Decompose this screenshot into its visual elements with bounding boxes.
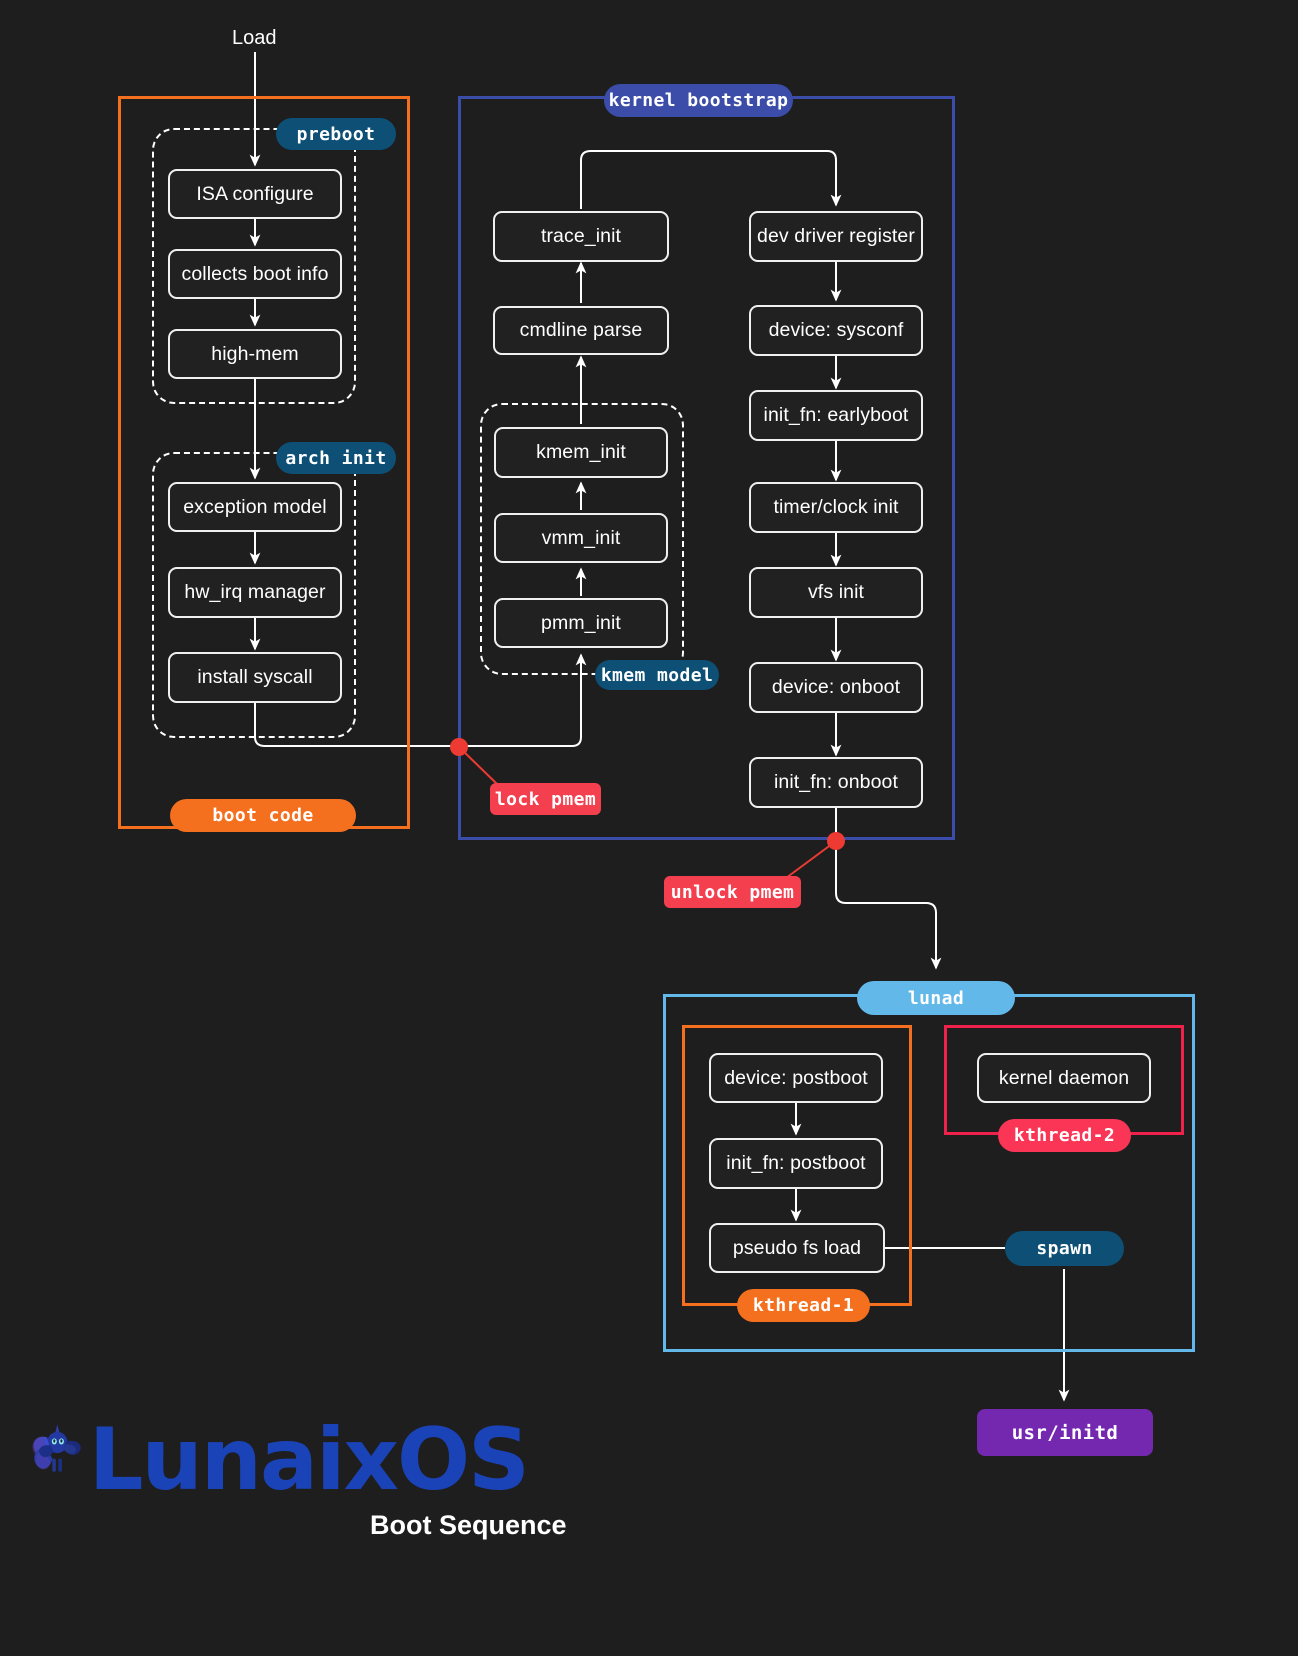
- group-label-arch-init[interactable]: arch init: [276, 442, 396, 474]
- group-label-preboot[interactable]: preboot: [276, 118, 396, 150]
- luna-mascot-icon: [32, 1424, 81, 1472]
- node-timer-clock-init[interactable]: timer/clock init: [749, 482, 923, 533]
- brand-logo: LunaixOS: [28, 1392, 530, 1503]
- node-vfs-init[interactable]: vfs init: [749, 567, 923, 618]
- group-preboot: [152, 128, 356, 404]
- group-label-boot-code[interactable]: boot code: [170, 799, 356, 832]
- page-title: Boot Sequence: [370, 1510, 567, 1540]
- brand-text: LunaixOS: [88, 1410, 530, 1511]
- node-cmdline-parse[interactable]: cmdline parse: [493, 306, 669, 355]
- node-collects-boot-info[interactable]: collects boot info: [168, 249, 342, 299]
- node-dev-driver-register[interactable]: dev driver register: [749, 211, 923, 262]
- node-pmm-init[interactable]: pmm_init: [494, 598, 668, 648]
- node-kernel-daemon[interactable]: kernel daemon: [977, 1053, 1151, 1103]
- marker-lock-pmem[interactable]: lock pmem: [490, 783, 601, 815]
- node-exception-model[interactable]: exception model: [168, 482, 342, 532]
- unlock-pmem-dot: [827, 832, 845, 850]
- marker-unlock-pmem[interactable]: unlock pmem: [664, 876, 801, 908]
- entry-label: Load: [232, 27, 277, 49]
- group-label-lunad[interactable]: lunad: [857, 981, 1015, 1015]
- node-install-syscall[interactable]: install syscall: [168, 652, 342, 703]
- node-device-postboot[interactable]: device: postboot: [709, 1053, 883, 1103]
- node-high-mem[interactable]: high-mem: [168, 329, 342, 379]
- node-vmm-init[interactable]: vmm_init: [494, 513, 668, 563]
- lock-pmem-dot: [450, 738, 468, 756]
- group-label-kernel-bootstrap[interactable]: kernel bootstrap: [604, 84, 793, 117]
- group-kmem-model: [480, 403, 684, 675]
- marker-spawn[interactable]: spawn: [1005, 1231, 1124, 1266]
- group-arch-init: [152, 452, 356, 738]
- node-kmem-init[interactable]: kmem_init: [494, 427, 668, 478]
- group-label-kthread-1[interactable]: kthread-1: [737, 1289, 870, 1322]
- node-usr-initd[interactable]: usr/initd: [977, 1409, 1153, 1456]
- node-device-sysconf[interactable]: device: sysconf: [749, 305, 923, 356]
- node-isa-configure[interactable]: ISA configure: [168, 169, 342, 219]
- node-init-fn-postboot[interactable]: init_fn: postboot: [709, 1138, 883, 1189]
- node-device-onboot[interactable]: device: onboot: [749, 662, 923, 713]
- node-init-fn-onboot[interactable]: init_fn: onboot: [749, 757, 923, 808]
- node-init-fn-earlyboot[interactable]: init_fn: earlyboot: [749, 390, 923, 441]
- node-hw-irq-manager[interactable]: hw_irq manager: [168, 567, 342, 618]
- group-label-kthread-2[interactable]: kthread-2: [998, 1119, 1131, 1152]
- node-trace-init[interactable]: trace_init: [493, 211, 669, 262]
- brand-wordmark: LunaixOS: [89, 1417, 530, 1503]
- node-pseudo-fs-load[interactable]: pseudo fs load: [709, 1223, 885, 1273]
- group-label-kmem-model[interactable]: kmem model: [595, 660, 719, 690]
